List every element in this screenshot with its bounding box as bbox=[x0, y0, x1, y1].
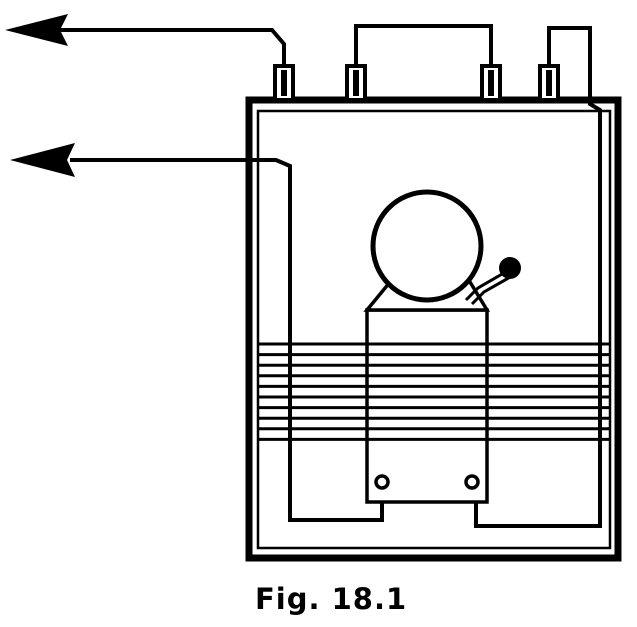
bell-gong bbox=[370, 189, 484, 303]
terminal-3 bbox=[480, 64, 502, 102]
arrow-head-lower bbox=[10, 143, 75, 177]
bridge-wire bbox=[354, 24, 493, 66]
hammer-ball bbox=[499, 257, 521, 279]
coil-windings bbox=[258, 342, 610, 441]
terminal-4 bbox=[538, 64, 560, 102]
coil-terminal-left bbox=[374, 474, 390, 490]
arrow-head-upper bbox=[5, 14, 68, 46]
figure-caption: Fig. 18.1 bbox=[255, 582, 408, 616]
terminal-1 bbox=[273, 64, 295, 102]
output-lead-lower bbox=[10, 143, 384, 522]
coil-terminal-right bbox=[464, 474, 480, 490]
relay-body bbox=[363, 280, 491, 504]
hammer bbox=[464, 257, 521, 306]
vessel-inner-wall bbox=[256, 109, 612, 550]
output-lead-upper bbox=[5, 14, 286, 66]
vessel-outer-wall bbox=[245, 96, 622, 562]
coil-feed-wire bbox=[474, 26, 602, 528]
terminal-2 bbox=[345, 64, 367, 102]
